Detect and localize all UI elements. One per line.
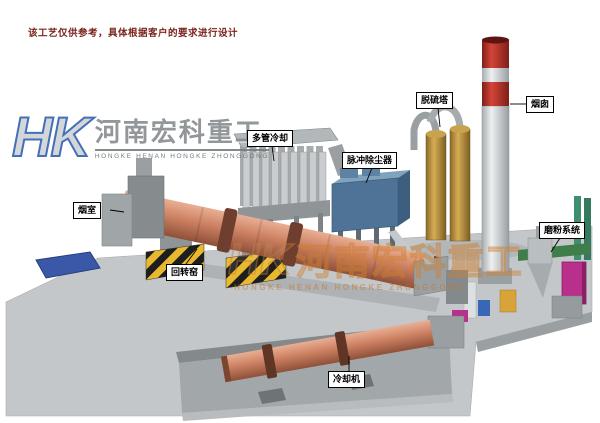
label-smoke-chamber: 烟室 [73, 202, 102, 219]
leader-lines [109, 103, 561, 371]
label-chimney: 烟囱 [526, 96, 555, 113]
kiln-head-housing [413, 244, 468, 304]
label-rotary-kiln: 回转窑 [166, 264, 204, 281]
company-logo: HK 河南宏科重工 HONGKE HENAN HONGKE ZHONGGONG [11, 105, 270, 168]
logo-hk-monogram: HK [11, 105, 92, 168]
label-multi-tube-cooler: 多管冷却 [247, 130, 294, 147]
label-desulfurization-tower: 脱硫塔 [416, 92, 454, 109]
label-grinding-system: 磨粉系统 [539, 222, 586, 239]
chimney [478, 36, 512, 284]
desulfurization-towers [410, 103, 471, 242]
logo-company-name-en: HONGKE HENAN HONGKE ZHONGGONG [94, 148, 270, 160]
disclaimer-note: 该工艺仅供参考，具体根据客户的要求进行设计 [28, 28, 239, 39]
logo-company-name-cn: 河南宏科重工 [94, 117, 263, 147]
label-pulse-dust-collector: 脉冲除尘器 [342, 152, 398, 169]
smoke-chamber [101, 158, 165, 247]
label-cooling-machine: 冷却机 [328, 371, 366, 388]
multi-tube-cooler [233, 127, 352, 244]
blue-foundation-pad [35, 251, 101, 279]
